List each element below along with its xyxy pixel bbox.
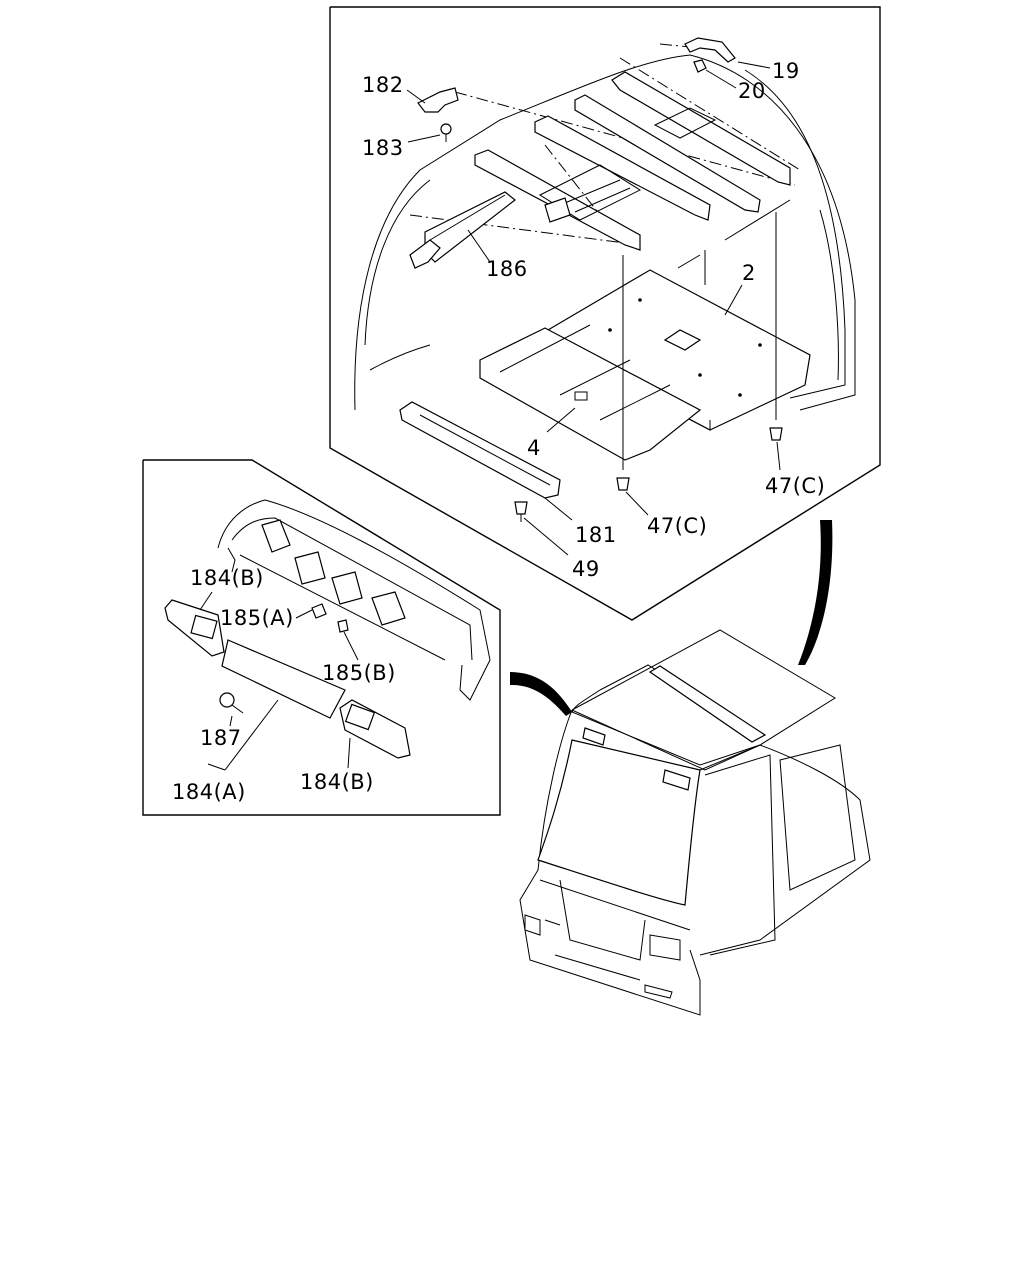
label-185b: 185(B) (322, 661, 396, 685)
label-184a: 184(A) (172, 780, 246, 804)
label-2: 2 (742, 261, 756, 285)
label-185a: 185(A) (220, 606, 294, 630)
truck-cab-overview (510, 520, 871, 1016)
label-184b-bottom: 184(B) (300, 770, 374, 794)
label-183: 183 (362, 136, 404, 160)
label-184b-top: 184(B) (190, 566, 264, 590)
label-186: 186 (486, 257, 528, 281)
label-49: 49 (572, 557, 600, 581)
front-lamp-detail-frame (142, 459, 501, 816)
label-20: 20 (738, 79, 766, 103)
label-181: 181 (575, 523, 617, 547)
roof-detail-frame (329, 6, 881, 621)
part-labels: 19 20 182 183 186 2 4 47(C) 47(C) 181 49… (172, 59, 825, 804)
label-182: 182 (362, 73, 404, 97)
label-19: 19 (772, 59, 800, 83)
label-47c-mid: 47(C) (647, 514, 707, 538)
label-187: 187 (200, 726, 242, 750)
label-4: 4 (527, 436, 541, 460)
label-47c-right: 47(C) (765, 474, 825, 498)
